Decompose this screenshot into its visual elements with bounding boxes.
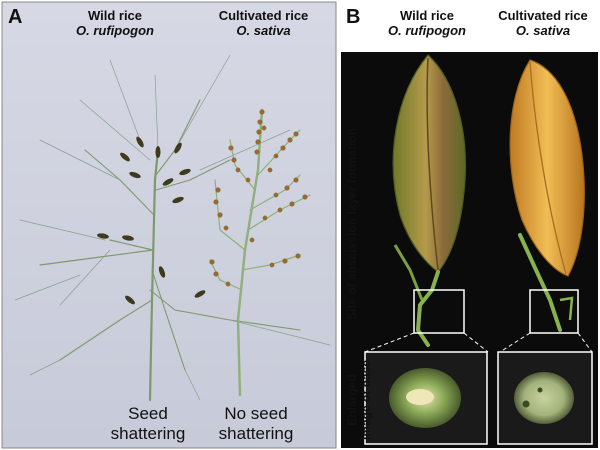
panel-a-letter: A <box>8 6 23 28</box>
wild-base-inset <box>364 351 488 445</box>
panel-a-wild-caption: Seed shattering <box>93 404 203 444</box>
panel-a-background <box>1 1 337 449</box>
wild-abscission-box <box>413 289 465 334</box>
panel-a-wild-header: Wild rice O. rufipogon <box>55 8 175 38</box>
panel-b-bottom-label: Enlarged image of base <box>345 355 373 445</box>
panel-a-cultivated-caption-line2: shattering <box>218 424 294 443</box>
panel-b-cultivated-header: Cultivated rice O. sativa <box>488 8 598 38</box>
panel-a-wild-header-line1: Wild rice <box>87 8 143 23</box>
panel-a-wild-header-species: O. rufipogon <box>76 23 154 38</box>
panel-a-cultivated-header-line1: Cultivated rice <box>218 8 309 23</box>
panel-a-cultivated-header-species: O. sativa <box>236 23 291 38</box>
panel-b-letter: B <box>346 6 361 28</box>
cultivated-base-inset <box>497 351 593 445</box>
panel-a-cultivated-caption: No seed shattering <box>196 404 316 444</box>
panel-a-wild-caption-line1: Seed <box>128 404 168 423</box>
panel-b-wild-header-species: O. rufipogon <box>388 23 466 38</box>
cultivated-grain-image <box>499 59 593 353</box>
panel-b-wild-header-line1: Wild rice <box>399 8 455 23</box>
panel-b-side-label: Site of abscission layer formation <box>345 127 359 320</box>
panel-b-cultivated-header-species: O. sativa <box>515 23 571 38</box>
cultivated-rice-grains <box>209 109 308 287</box>
panel-a-cultivated-header: Cultivated rice O. sativa <box>196 8 331 38</box>
panel-b-wild-header: Wild rice O. rufipogon <box>372 8 482 38</box>
panel-b-header-strip <box>341 2 598 52</box>
wild-grain-image <box>364 54 489 353</box>
panel-b-bottom-label-line2: image of base <box>359 359 373 441</box>
wild-rice-grains <box>97 136 206 305</box>
panel-b-cultivated-header-line1: Cultivated rice <box>498 8 588 23</box>
panel-a-wild-caption-line2: shattering <box>110 424 186 443</box>
panel-a-cultivated-caption-line1: No seed <box>224 404 288 423</box>
cultivated-abscission-box <box>529 289 579 334</box>
panel-b-bottom-label-line1: Enlarged <box>345 374 359 426</box>
